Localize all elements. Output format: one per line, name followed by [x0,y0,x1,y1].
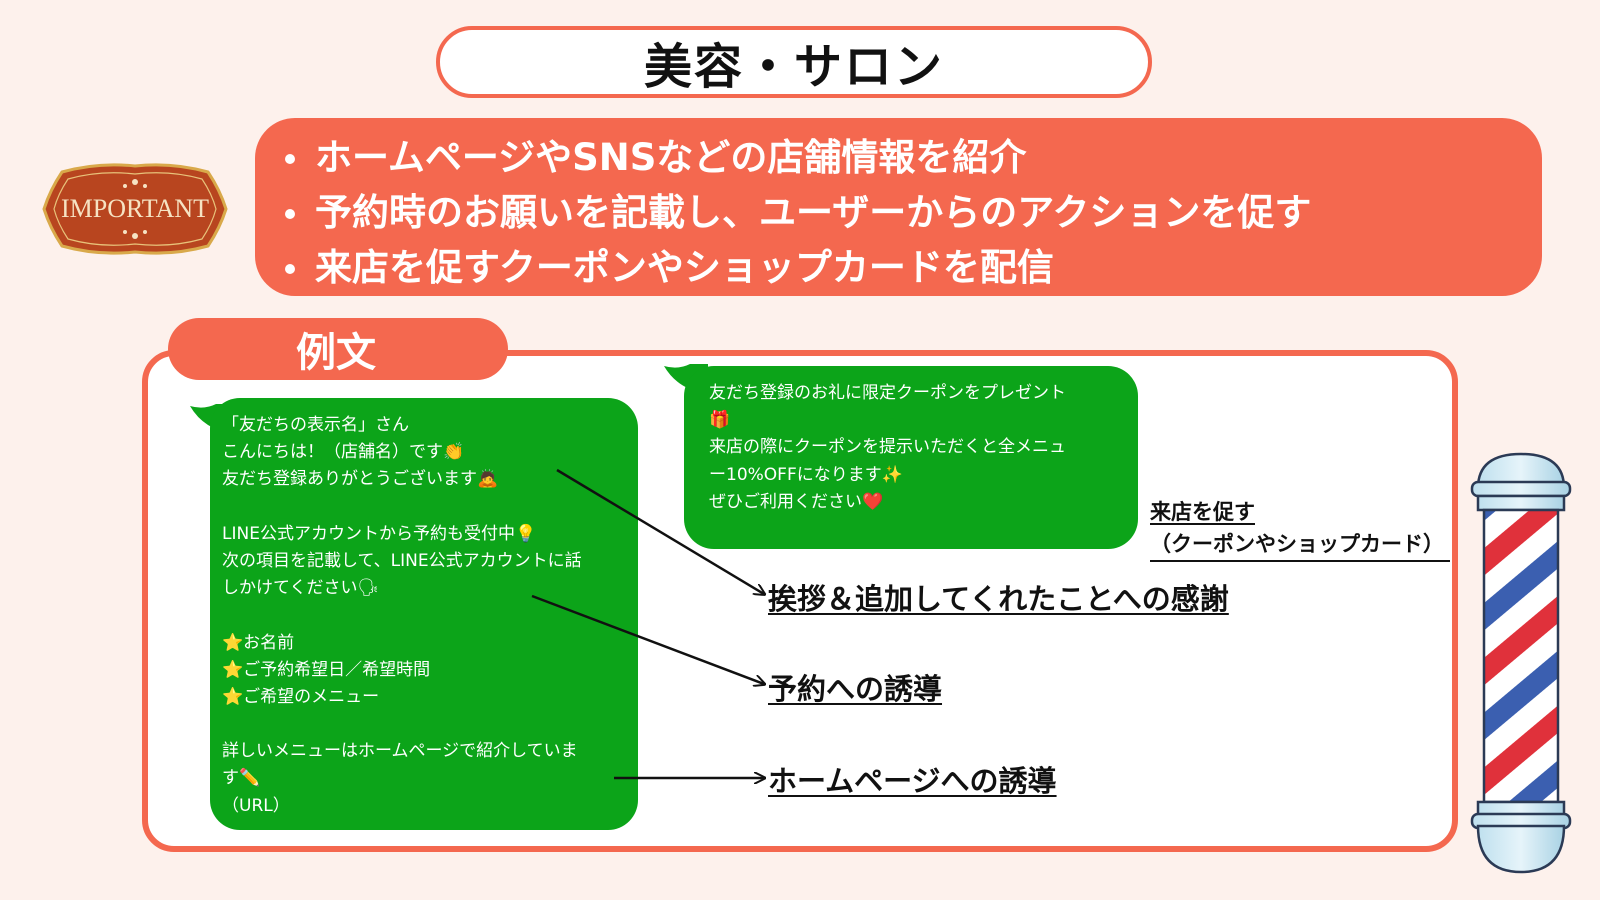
message-line: ⭐お名前 [222,632,295,653]
example-tab-label: 例文 [296,330,376,376]
message-line [222,602,628,629]
message-line [222,711,628,738]
message-line: ー10%OFFになります✨ [709,464,903,485]
message-line: （URL） [222,795,290,816]
annotation-visit-line1: 来店を促す [1150,500,1255,524]
message-line: ⭐ご希望のメニュー [222,686,380,707]
page-title: 美容・サロン [643,39,944,95]
message-line: 詳しいメニューはホームページで紹介していま [222,741,578,762]
message-line: しかけてください🗣 [222,578,380,599]
annotation-greeting: 挨拶＆追加してくれたことへの感謝 [768,582,1229,616]
message-bubble-greeting: 「友だちの表示名」さん こんにちは！（店舗名）です👏 友だち登録ありがとうござい… [210,398,638,830]
message-line: 来店の際にクーポンを提示いただくと全メニュ [709,437,1066,458]
message-line: 「友だちの表示名」さん [222,415,409,435]
message-line: 次の項目を記載して、LINE公式アカウントに話 [222,550,582,571]
annotation-visit-line2: （クーポンやショップカード） [1150,528,1450,562]
message-line: ⭐ご予約希望日／希望時間 [222,659,431,680]
key-point: 予約時のお願いを記載し、ユーザーからのアクションを促す [285,185,1542,240]
barber-pole-icon [1468,452,1574,876]
message-line [222,494,628,521]
message-bubble-coupon: 友だち登録のお礼に限定クーポンをプレゼント 🎁 来店の際にクーポンを提示いただく… [684,366,1138,549]
important-badge-icon: IMPORTANT [40,160,230,258]
page-title-box: 美容・サロン [436,26,1152,98]
key-points-list: ホームページやSNSなどの店舗情報を紹介 予約時のお願いを記載し、ユーザーからの… [285,130,1542,295]
key-point: 来店を促すクーポンやショップカードを配信 [285,240,1542,295]
message-line: 友だち登録のお礼に限定クーポンをプレゼント [709,383,1066,403]
message-line: LINE公式アカウントから予約も受付中💡 [222,523,537,544]
important-badge-text: IMPORTANT [61,194,209,223]
example-tab: 例文 [168,318,508,380]
key-points-panel: ホームページやSNSなどの店舗情報を紹介 予約時のお願いを記載し、ユーザーからの… [255,118,1542,296]
message-line: ぜひご利用ください❤️ [709,491,884,512]
message-line: こんにちは！（店舗名）です👏 [222,442,465,463]
annotation-homepage: ホームページへの誘導 [768,764,1057,798]
key-point: ホームページやSNSなどの店舗情報を紹介 [285,130,1542,185]
message-line: 友だち登録ありがとうございます🙇 [222,469,499,490]
annotation-reservation: 予約への誘導 [768,672,943,706]
message-line: す✏️ [222,768,261,789]
annotation-visit: 来店を促す （クーポンやショップカード） [1150,496,1450,562]
message-line: 🎁 [709,410,731,431]
